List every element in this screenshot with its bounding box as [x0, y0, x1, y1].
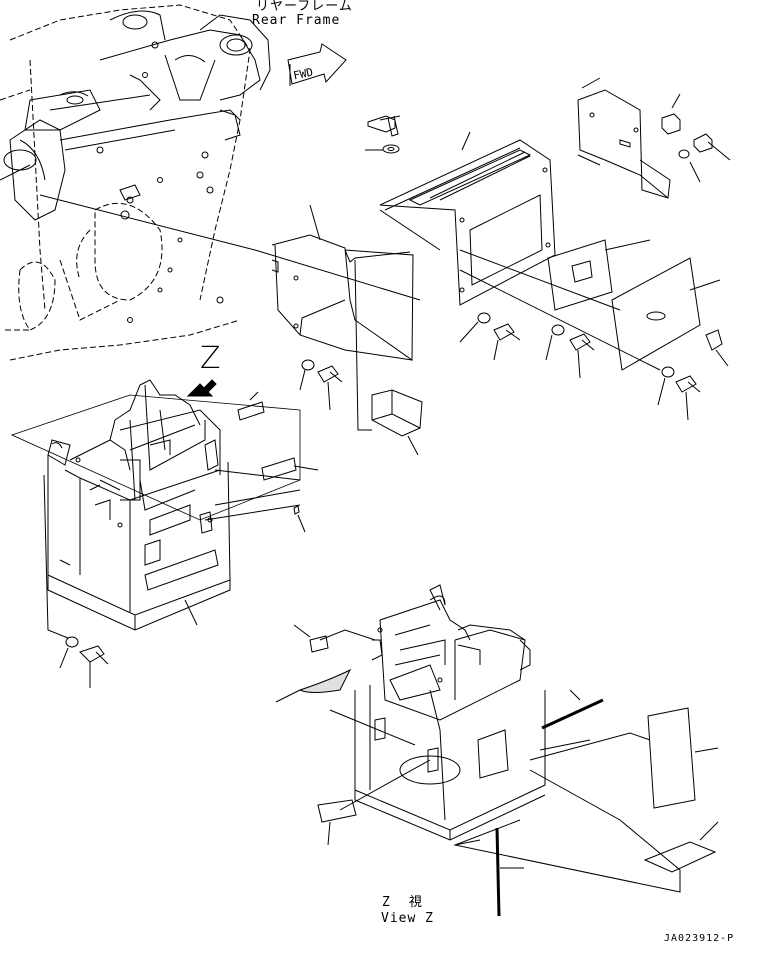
view-z-parts	[276, 625, 718, 916]
bolt-set-middle	[300, 313, 700, 420]
duct-panel	[272, 205, 413, 360]
rect-plate	[548, 240, 650, 310]
fwd-arrow: FWD	[288, 44, 346, 86]
view-z-assembly	[355, 585, 545, 840]
view-z-title-en: View Z	[381, 911, 434, 926]
leader-lines-upper	[40, 195, 660, 430]
leader-lines-view-z	[320, 630, 680, 892]
bolt-top	[365, 116, 400, 153]
decal-set-left	[238, 392, 318, 532]
rear-frame-label-jp: リヤーフレーム	[256, 0, 353, 14]
side-cover	[578, 78, 670, 198]
cover-plate	[612, 258, 720, 370]
view-z-arrow	[188, 380, 216, 396]
fwd-text: FWD	[292, 66, 314, 83]
mounting-bracket	[380, 132, 555, 305]
leader-lines-main	[44, 470, 300, 638]
bolt-lower-left	[60, 637, 108, 688]
drawing-number: JA023912-P	[664, 933, 735, 944]
view-z-marker: Z	[200, 341, 221, 376]
clip-top	[662, 94, 680, 134]
bolt-right	[679, 134, 730, 182]
rear-frame	[0, 5, 270, 360]
main-stand-assembly	[12, 380, 300, 630]
view-z-title-jp: Z 視	[382, 895, 425, 910]
foam-block	[372, 390, 422, 455]
rear-frame-label-en: Rear Frame	[252, 13, 341, 28]
grommet-right	[706, 330, 728, 366]
